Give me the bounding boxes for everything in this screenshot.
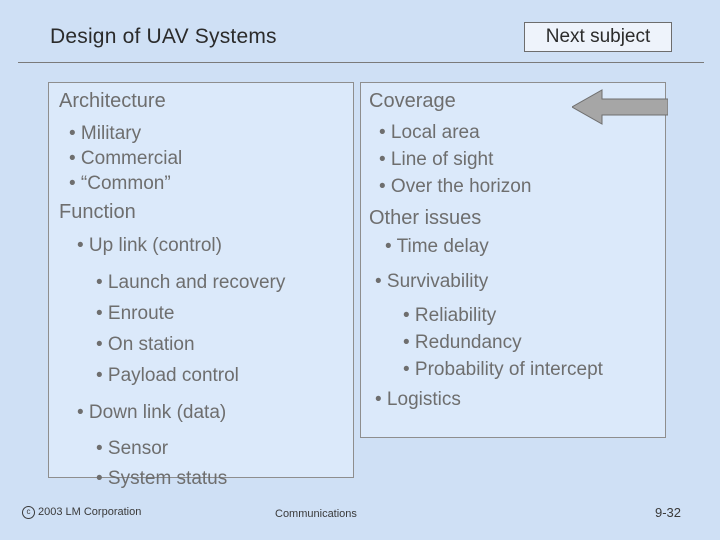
list-item: • Logistics — [375, 389, 461, 410]
list-item: • Line of sight — [379, 149, 494, 170]
list-item: • Sensor — [96, 438, 169, 459]
copyright-icon: c — [22, 506, 35, 519]
list-item: • Time delay — [385, 236, 489, 257]
list-item: • Local area — [379, 122, 480, 143]
list-item: • Launch and recovery — [96, 272, 286, 293]
page-title: Design of UAV Systems — [50, 25, 277, 48]
header-divider — [18, 62, 704, 63]
list-item: • Military — [69, 123, 142, 144]
left-heading-architecture: Architecture — [59, 90, 166, 112]
right-heading-coverage: Coverage — [369, 90, 456, 112]
list-item: • Over the horizon — [379, 176, 532, 197]
footer-copyright-text: 2003 LM Corporation — [38, 506, 142, 518]
left-heading-function: Function — [59, 201, 136, 223]
left-content-box: Architecture • Military • Commercial • “… — [48, 82, 354, 489]
next-subject-button[interactable]: Next subject — [524, 22, 672, 52]
list-item: • Reliability — [403, 305, 497, 326]
list-item: • Up link (control) — [77, 235, 222, 256]
list-item: • Down link (data) — [77, 402, 227, 423]
list-item: • Commercial — [69, 148, 183, 169]
footer-section-label: Communications — [275, 508, 357, 520]
list-item: • Redundancy — [403, 332, 522, 353]
left-arrow-icon — [572, 89, 668, 125]
list-item: • Probability of intercept — [403, 359, 603, 380]
list-item: • Survivability — [375, 271, 489, 292]
right-heading-other-issues: Other issues — [369, 207, 482, 229]
list-item: • Payload control — [96, 365, 239, 386]
list-item: • System status — [96, 468, 228, 489]
list-item: • On station — [96, 334, 195, 355]
list-item: • “Common” — [69, 173, 171, 194]
right-content-box: Coverage • Local area • Line of sight • … — [360, 82, 666, 438]
footer-page-number: 9-32 — [655, 505, 682, 520]
list-item: • Enroute — [96, 303, 175, 324]
